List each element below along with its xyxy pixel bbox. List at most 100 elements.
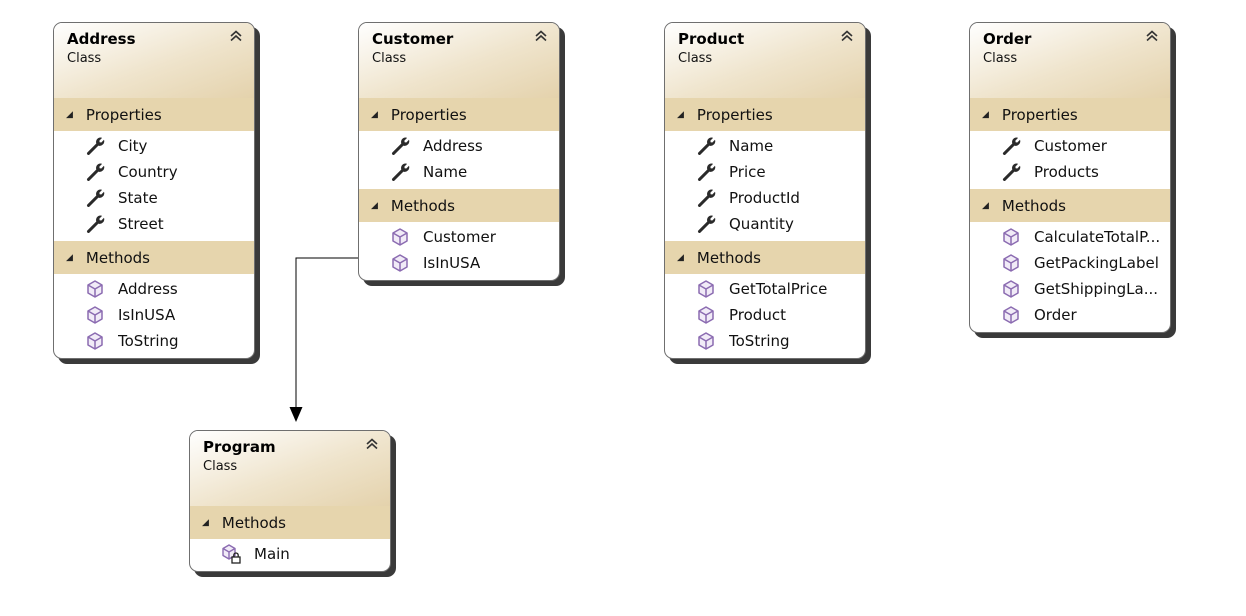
triangle-down-icon[interactable]: ◢	[677, 109, 684, 120]
triangle-down-icon[interactable]: ◢	[982, 109, 989, 120]
method-item[interactable]: Address	[54, 276, 254, 302]
cube-method-icon	[84, 304, 106, 326]
section-label: Methods	[221, 513, 286, 532]
method-item[interactable]: GetPackingLabel	[970, 250, 1170, 276]
class-header[interactable]: Program Class	[190, 431, 390, 506]
method-name: ToString	[729, 332, 790, 350]
class-box-program[interactable]: Program Class ◢ Methods Main	[189, 430, 391, 572]
class-box-product[interactable]: Product Class ◢ Properties Name Price Pro…	[664, 22, 866, 359]
methods-section-header[interactable]: ◢Methods	[359, 189, 559, 222]
class-box-order[interactable]: Order Class ◢ Properties Customer Product…	[969, 22, 1171, 333]
method-item[interactable]: IsInUSA	[54, 302, 254, 328]
cube-method-icon	[84, 278, 106, 300]
method-item[interactable]: Customer	[359, 224, 559, 250]
methods-list: CalculateTotalP... GetPackingLabel GetSh…	[970, 222, 1170, 332]
triangle-down-icon[interactable]: ◢	[371, 109, 378, 120]
triangle-down-icon[interactable]: ◢	[677, 252, 684, 263]
triangle-down-icon[interactable]: ◢	[66, 109, 73, 120]
methods-list: Address IsInUSA ToString	[54, 274, 254, 358]
properties-section-header[interactable]: ◢ Properties	[970, 98, 1170, 131]
class-name: Order	[983, 30, 1032, 48]
properties-section-header[interactable]: ◢ Properties	[665, 98, 865, 131]
double-chevron-up-icon[interactable]	[1144, 28, 1160, 44]
property-item[interactable]: Address	[359, 133, 559, 159]
section-label: Properties	[85, 105, 162, 124]
property-item[interactable]: City	[54, 133, 254, 159]
class-name: Program	[203, 438, 276, 456]
property-item[interactable]: Country	[54, 159, 254, 185]
cube-method-icon	[1000, 252, 1022, 274]
property-name: Country	[118, 163, 178, 181]
methods-section-header[interactable]: ◢Methods	[665, 241, 865, 274]
class-box-customer[interactable]: Customer Class ◢Properties Address Name …	[358, 22, 560, 281]
class-header[interactable]: Order Class	[970, 23, 1170, 98]
method-item[interactable]: GetTotalPrice	[665, 276, 865, 302]
section-label: Methods	[1001, 196, 1066, 215]
section-label: Properties	[696, 105, 773, 124]
methods-list: GetTotalPrice Product ToString	[665, 274, 865, 358]
class-kind: Class	[372, 51, 407, 66]
method-item[interactable]: ToString	[54, 328, 254, 354]
cube-method-icon	[695, 304, 717, 326]
double-chevron-up-icon[interactable]	[228, 28, 244, 44]
wrench-icon	[84, 213, 106, 235]
property-item[interactable]: Products	[970, 159, 1170, 185]
triangle-down-icon[interactable]: ◢	[202, 517, 209, 528]
methods-list: Main	[190, 539, 390, 571]
property-item[interactable]: Name	[359, 159, 559, 185]
properties-list: Name Price ProductId Quantity	[665, 131, 865, 241]
wrench-icon	[695, 161, 717, 183]
double-chevron-up-icon[interactable]	[364, 436, 380, 452]
class-header[interactable]: Customer Class	[359, 23, 559, 98]
double-chevron-up-icon[interactable]	[533, 28, 549, 44]
methods-section-header[interactable]: ◢ Methods	[970, 189, 1170, 222]
property-name: State	[118, 189, 158, 207]
section-label: Properties	[1001, 105, 1078, 124]
class-box-address[interactable]: Address Class ◢ Properties City Country S…	[53, 22, 255, 359]
property-item[interactable]: Customer	[970, 133, 1170, 159]
cube-method-icon	[1000, 226, 1022, 248]
methods-list: Customer IsInUSA	[359, 222, 559, 280]
wrench-icon	[695, 213, 717, 235]
section-label: Properties	[390, 105, 467, 124]
method-name: ToString	[118, 332, 179, 350]
method-item[interactable]: Order	[970, 302, 1170, 328]
class-header[interactable]: Address Class	[54, 23, 254, 98]
property-item[interactable]: Quantity	[665, 211, 865, 237]
wrench-icon	[389, 135, 411, 157]
wrench-icon	[84, 135, 106, 157]
property-item[interactable]: ProductId	[665, 185, 865, 211]
double-chevron-up-icon[interactable]	[839, 28, 855, 44]
methods-section-header[interactable]: ◢Methods	[54, 241, 254, 274]
method-item[interactable]: GetShippingLa...	[970, 276, 1170, 302]
class-kind: Class	[678, 51, 713, 66]
method-name: GetTotalPrice	[729, 280, 828, 298]
method-item[interactable]: CalculateTotalP...	[970, 224, 1170, 250]
property-name: ProductId	[729, 189, 800, 207]
property-item[interactable]: Name	[665, 133, 865, 159]
method-name: GetPackingLabel	[1034, 254, 1159, 272]
properties-list: City Country State Street	[54, 131, 254, 241]
class-header[interactable]: Product Class	[665, 23, 865, 98]
wrench-icon	[389, 161, 411, 183]
method-item[interactable]: IsInUSA	[359, 250, 559, 276]
triangle-down-icon[interactable]: ◢	[371, 200, 378, 211]
property-item[interactable]: State	[54, 185, 254, 211]
property-item[interactable]: Street	[54, 211, 254, 237]
class-name: Customer	[372, 30, 454, 48]
properties-list: Customer Products	[970, 131, 1170, 189]
property-item[interactable]: Price	[665, 159, 865, 185]
method-item[interactable]: Product	[665, 302, 865, 328]
triangle-down-icon[interactable]: ◢	[66, 252, 73, 263]
methods-section-header[interactable]: ◢ Methods	[190, 506, 390, 539]
cube-method-icon	[695, 330, 717, 352]
triangle-down-icon[interactable]: ◢	[982, 200, 989, 211]
cube-method-icon	[695, 278, 717, 300]
method-item[interactable]: Main	[190, 541, 390, 567]
property-name: City	[118, 137, 148, 155]
properties-section-header[interactable]: ◢ Properties	[54, 98, 254, 131]
properties-section-header[interactable]: ◢ Properties	[359, 98, 559, 131]
method-item[interactable]: ToString	[665, 328, 865, 354]
wrench-icon	[1000, 161, 1022, 183]
